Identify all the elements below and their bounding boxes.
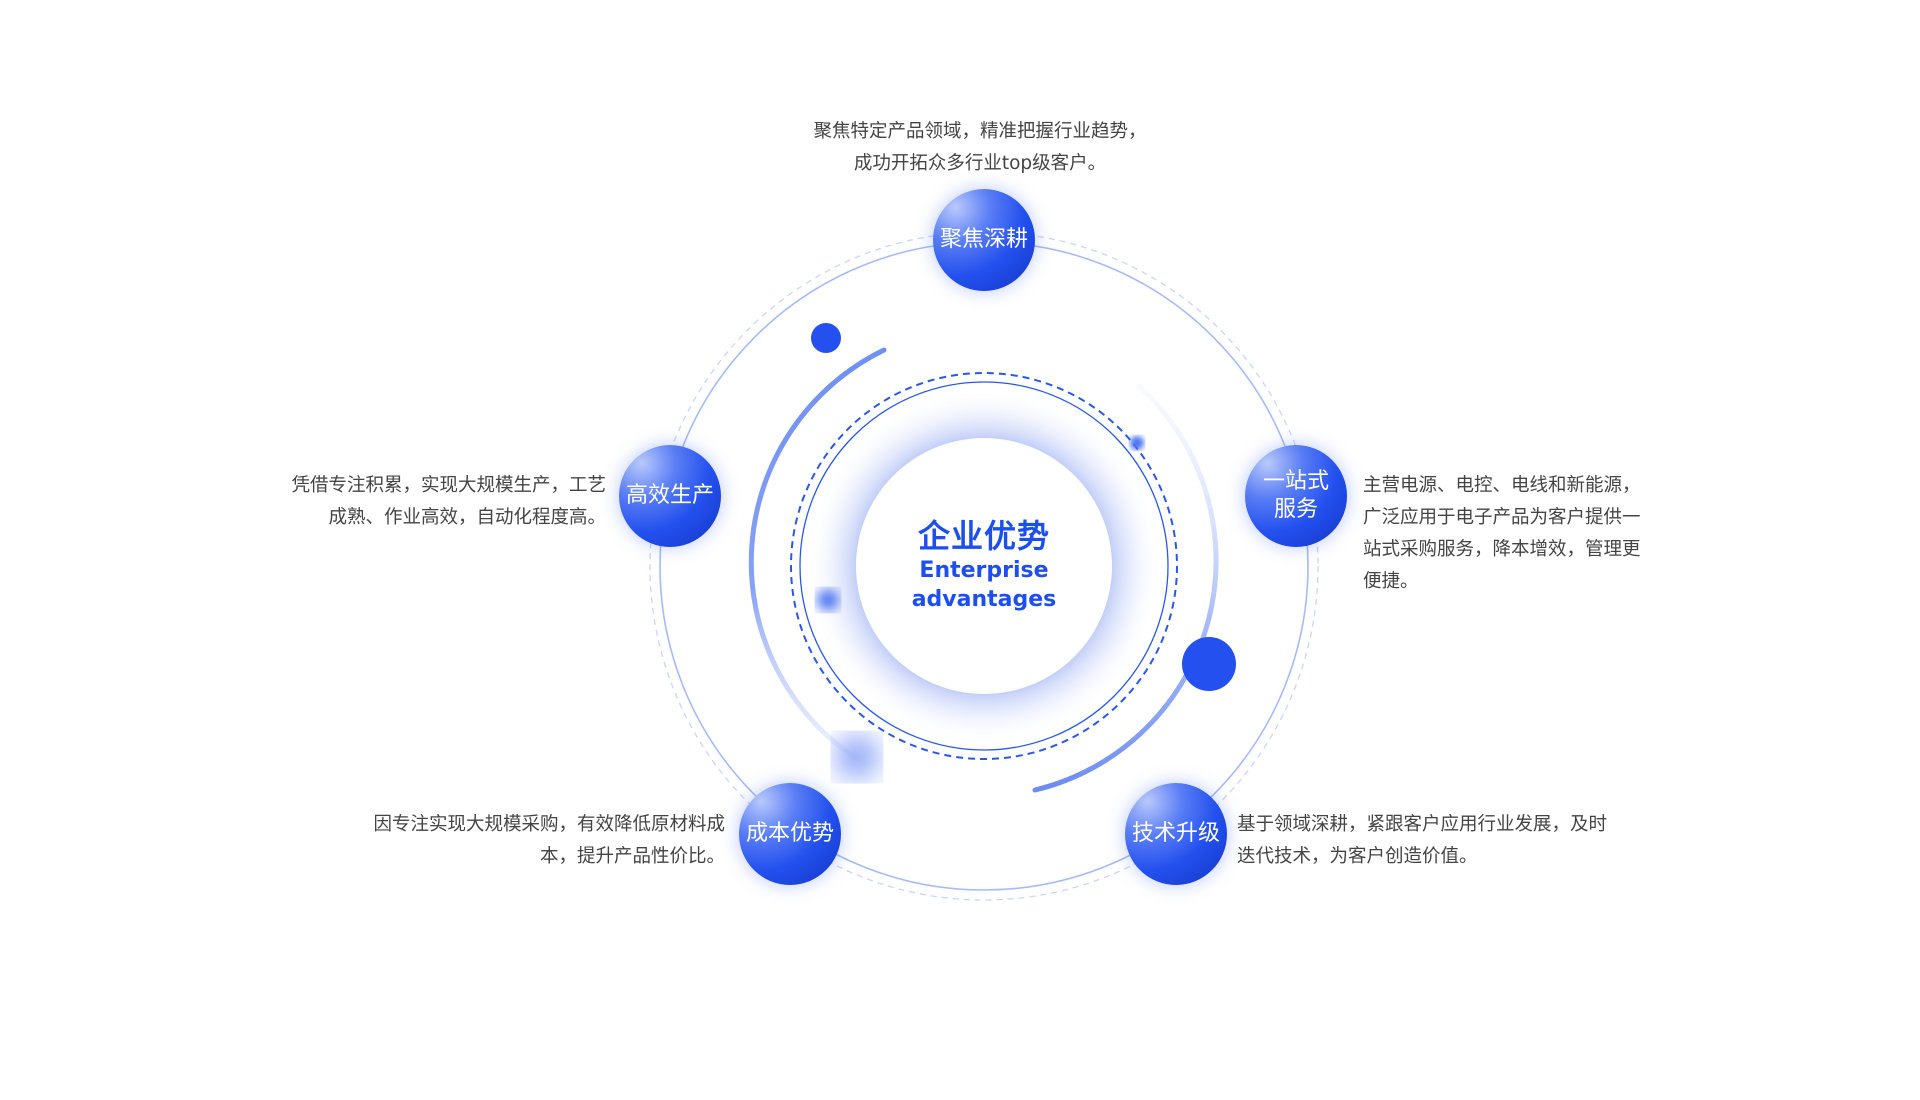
desc-line: 成功开拓众多行业top级客户。: [853, 153, 1107, 174]
left-arc: [748, 347, 887, 762]
dot-large-right: [1182, 637, 1236, 691]
node-production[interactable]: 高效生产: [619, 445, 721, 547]
inner-dashed-ring: [790, 372, 1178, 760]
node-focus-label: 聚焦深耕: [939, 227, 1028, 252]
desc-cost: 因专注实现大规模采购，有效降低原材料成 本，提升产品性价比。: [225, 809, 725, 873]
blur-dot-left: [817, 589, 839, 611]
desc-line: 凭借专注积累，实现大规模生产，工艺: [291, 475, 606, 496]
desc-focus: 聚焦特定产品领域，精准把握行业趋势， 成功开拓众多行业top级客户。: [780, 116, 1180, 180]
node-tech[interactable]: 技术升级: [1125, 783, 1227, 885]
desc-line: 成熟、作业高效，自动化程度高。: [328, 507, 606, 528]
right-arc: [1032, 383, 1219, 793]
node-production-label: 高效生产: [625, 483, 714, 508]
center-subtitle-line2: advantages: [911, 587, 1057, 612]
desc-line: 站式采购服务，降本增效，管理更: [1363, 539, 1641, 560]
node-one-stop-label-2: 服务: [1273, 497, 1318, 522]
desc-production: 凭借专注积累，实现大规模生产，工艺 成熟、作业高效，自动化程度高。: [106, 470, 606, 534]
desc-line: 本，提升产品性价比。: [539, 846, 725, 867]
dot-small-top-left: [811, 323, 841, 353]
blur-dot-top-right: [1130, 436, 1144, 450]
node-focus[interactable]: 聚焦深耕: [933, 189, 1035, 291]
blur-dot-bottom-left: [835, 735, 879, 779]
desc-line: 便捷。: [1363, 571, 1419, 592]
desc-line: 广泛应用于电子产品为客户提供一: [1363, 507, 1641, 528]
desc-line: 因专注实现大规模采购，有效降低原材料成: [373, 814, 725, 835]
node-tech-label: 技术升级: [1131, 821, 1220, 846]
center-title: 企业优势 Enterprise advantages: [884, 516, 1084, 614]
center-subtitle-line1: Enterprise: [919, 558, 1049, 583]
center-title-cn: 企业优势: [917, 517, 1050, 555]
desc-line: 主营电源、电控、电线和新能源，: [1363, 475, 1641, 496]
center-disk: [856, 438, 1112, 694]
desc-line: 聚焦特定产品领域，精准把握行业趋势，: [813, 121, 1147, 142]
desc-line: 迭代技术，为客户创造价值。: [1237, 846, 1478, 867]
node-one-stop[interactable]: 一站式 服务: [1245, 445, 1347, 547]
node-cost[interactable]: 成本优势: [739, 783, 841, 885]
desc-line: 基于领域深耕，紧跟客户应用行业发展，及时: [1237, 814, 1608, 835]
inner-ring: [799, 381, 1169, 751]
desc-one-stop: 主营电源、电控、电线和新能源， 广泛应用于电子产品为客户提供一 站式采购服务，降…: [1363, 470, 1641, 598]
node-cost-label: 成本优势: [745, 821, 834, 846]
node-one-stop-label-1: 一站式: [1262, 469, 1329, 494]
desc-tech: 基于领域深耕，紧跟客户应用行业发展，及时 迭代技术，为客户创造价值。: [1237, 809, 1607, 873]
